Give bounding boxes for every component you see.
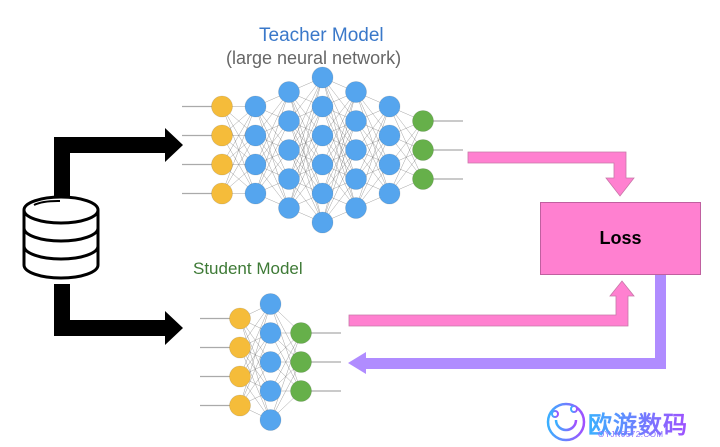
teacher-hidden-node [345, 168, 367, 190]
teacher-hidden-node [311, 95, 334, 118]
teacher-edge [322, 149, 357, 223]
loss-label: Loss [599, 228, 642, 248]
teacher-input-node [211, 124, 233, 147]
student-edge [239, 303, 271, 377]
teacher-hidden-node [345, 110, 367, 132]
teacher-model-subtitle: (large neural network) [226, 48, 402, 68]
teacher-hidden-node [278, 110, 300, 132]
teacher-edge [221, 135, 256, 194]
data-arrow-to-student [54, 284, 183, 345]
student-edge [270, 361, 302, 421]
student-to-loss-arrow [348, 280, 635, 327]
teacher-hidden-node [244, 95, 267, 118]
teacher-hidden-node [378, 95, 401, 118]
teacher-edge [389, 120, 424, 194]
teacher-input-node [211, 95, 233, 118]
watermark-text: 欧游数码 [588, 405, 688, 440]
student-input-node [229, 336, 251, 359]
teacher-hidden-node [244, 182, 267, 205]
teacher-hidden-node [278, 197, 300, 219]
teacher-hidden-node [345, 139, 367, 161]
teacher-edge [288, 77, 323, 151]
teacher-to-loss-arrow [467, 151, 635, 197]
network-nodes [211, 66, 434, 431]
data-arrow-to-teacher [54, 128, 183, 198]
teacher-hidden-node [378, 182, 401, 205]
student-hidden-node [259, 380, 282, 402]
teacher-hidden-node [311, 211, 334, 234]
teacher-output-node [412, 139, 434, 161]
loss-box: Loss [540, 202, 701, 275]
teacher-edge [355, 106, 390, 180]
teacher-edge [288, 135, 323, 209]
teacher-edge [322, 120, 357, 223]
teacher-edge [288, 106, 323, 209]
teacher-hidden-node [378, 124, 401, 147]
student-input-node [229, 365, 251, 388]
teacher-hidden-node [378, 153, 401, 176]
student-output-node [290, 322, 312, 344]
teacher-edge [355, 106, 390, 209]
student-hidden-node [259, 293, 282, 315]
teacher-hidden-node [278, 168, 300, 190]
teacher-edge [288, 77, 323, 180]
student-edge [270, 332, 302, 392]
student-hidden-node [259, 322, 282, 344]
student-hidden-node [259, 351, 282, 373]
teacher-input-node [211, 182, 233, 205]
teacher-hidden-node [345, 81, 367, 103]
teacher-edge [221, 106, 256, 194]
teacher-model-title: Teacher Model [259, 25, 384, 46]
student-output-node [290, 351, 312, 373]
teacher-edge [255, 120, 290, 194]
student-output-node [290, 380, 312, 402]
teacher-edge [255, 91, 290, 165]
teacher-hidden-node [345, 197, 367, 219]
teacher-edge [255, 91, 290, 194]
teacher-input-node [211, 153, 233, 176]
student-input-node [229, 394, 251, 417]
teacher-hidden-node [278, 81, 300, 103]
teacher-edge [221, 106, 256, 165]
student-edge [239, 303, 271, 406]
loss-feedback-arrow [348, 275, 666, 374]
teacher-hidden-node [244, 153, 267, 176]
student-hidden-node [259, 409, 282, 431]
watermark-subtext: OYJK0572.COM [598, 430, 664, 439]
teacher-edge [322, 91, 357, 194]
teacher-hidden-node [244, 124, 267, 147]
teacher-hidden-node [311, 124, 334, 147]
student-edge [270, 332, 302, 421]
teacher-hidden-node [311, 153, 334, 176]
teacher-hidden-node [311, 182, 334, 205]
watermark: 欧游数码 OYJK0572.COM [544, 400, 688, 444]
teacher-output-node [412, 168, 434, 190]
teacher-edge [355, 135, 390, 209]
teacher-hidden-node [311, 66, 334, 89]
teacher-output-node [412, 110, 434, 132]
database-icon [22, 195, 100, 280]
teacher-hidden-node [278, 139, 300, 161]
watermark-logo-icon [546, 402, 586, 442]
student-edge [239, 332, 271, 406]
student-input-node [229, 307, 251, 330]
student-model-title: Student Model [193, 259, 303, 278]
teacher-edge [322, 91, 357, 165]
